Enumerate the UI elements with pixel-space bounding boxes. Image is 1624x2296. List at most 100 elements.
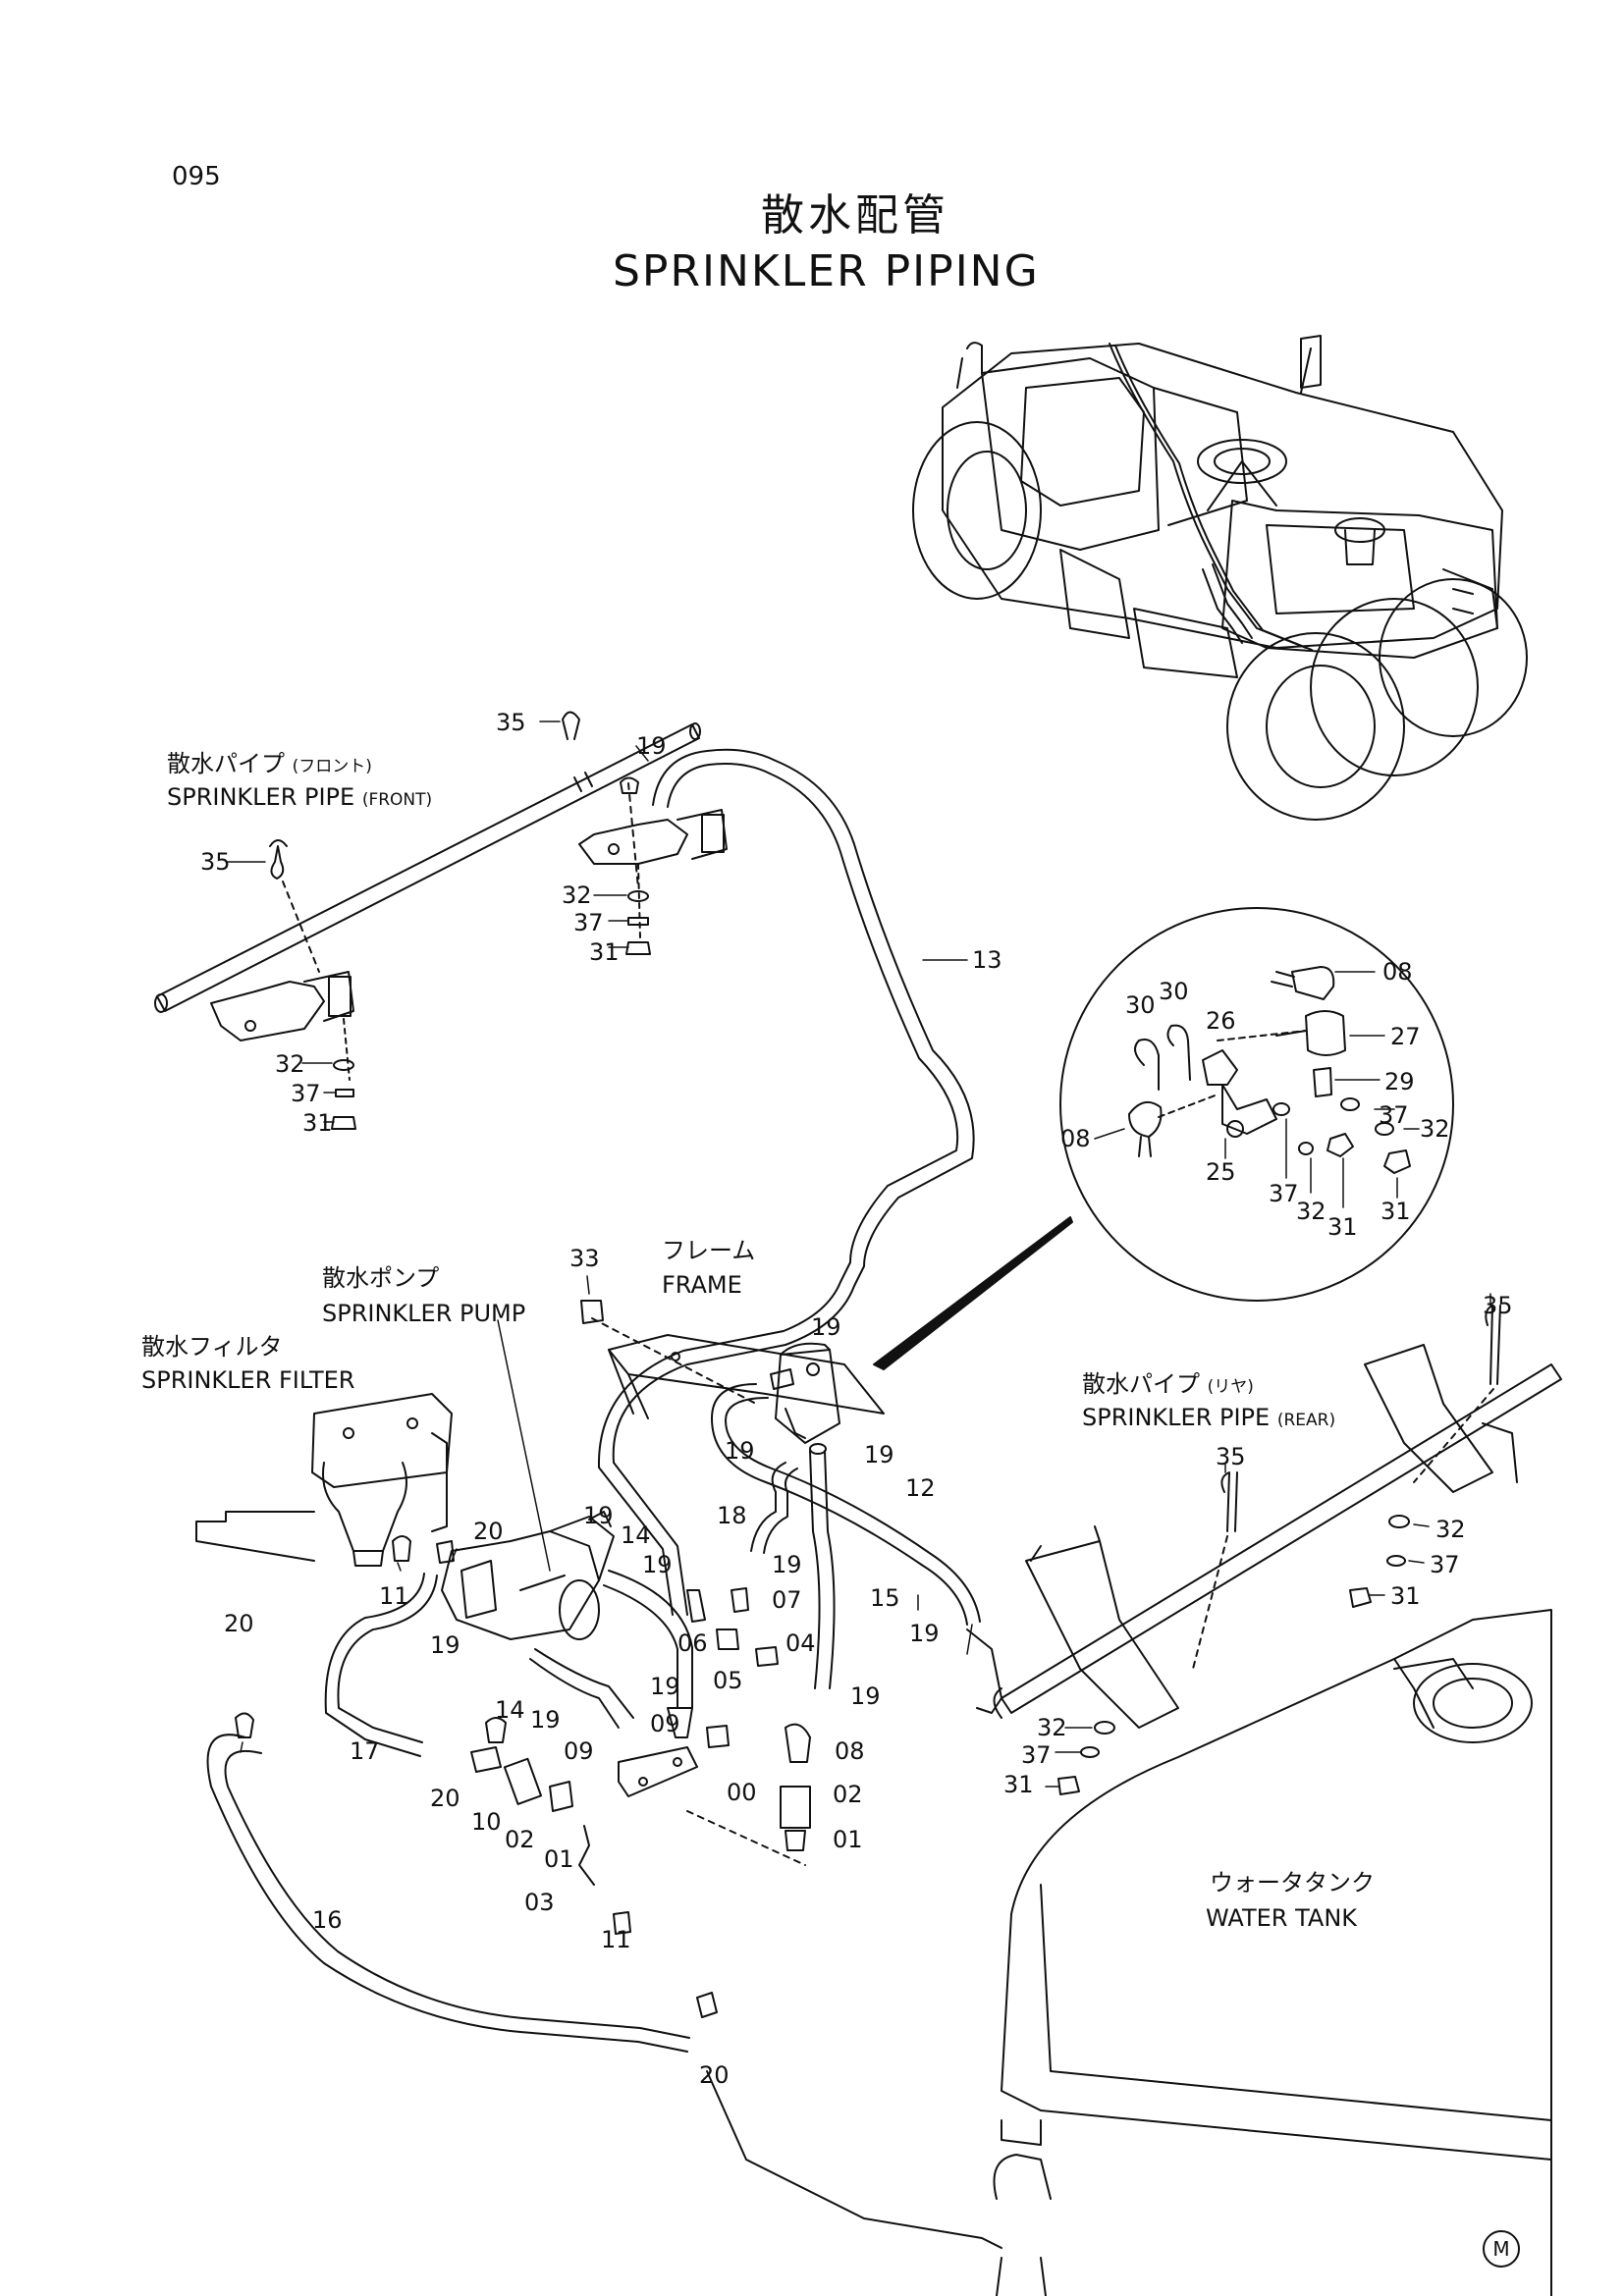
hoses-18-15 [750,1443,836,1689]
label-filter-ja: 散水フィルタ [141,1333,283,1361]
callout-20: 20 [430,1785,460,1812]
callout-35: 35 [1216,1443,1246,1470]
callout-19: 19 [864,1441,894,1468]
callout-29: 29 [1384,1068,1415,1095]
hose-12 [711,1383,981,1626]
valve-block [770,1342,840,1444]
label-front-pipe-ja: 散水パイプ (フロント) [167,752,372,775]
callout-32: 32 [1037,1714,1067,1741]
label-frame-ja: フレーム [662,1237,756,1264]
callout-19: 19 [583,1502,614,1529]
manufacturer-mark: M [1483,2230,1520,2268]
callout-13: 13 [972,946,1002,974]
callout-19: 19 [850,1682,881,1710]
callout-37: 37 [1379,1101,1409,1129]
sprinkler-pump [441,1511,615,1640]
callout-37: 37 [291,1080,321,1107]
callout-03: 03 [524,1889,555,1916]
callout-16: 16 [312,1906,343,1934]
hose-13 [597,748,975,1616]
water-tank [706,1609,1552,2296]
callout-32: 32 [275,1050,305,1078]
sprinkler-filter [195,1393,453,1567]
callout-08: 08 [1060,1125,1091,1152]
callout-32: 32 [562,881,592,909]
callout-30: 30 [1125,991,1156,1019]
callout-19: 19 [811,1313,841,1341]
label-tank-en: WATER TANK [1206,1904,1358,1932]
callout-09: 09 [650,1710,680,1737]
front-sprinkler-pipe-assembly [154,711,728,1081]
callout-14: 14 [495,1696,525,1724]
callout-25: 25 [1206,1158,1236,1186]
callout-19: 19 [772,1551,802,1578]
label-front-pipe-en: SPRINKLER PIPE (FRONT) [167,785,432,809]
callout-11: 11 [379,1582,409,1610]
label-pump-en: SPRINKLER PUMP [322,1300,526,1327]
callout-31: 31 [1327,1213,1358,1241]
callout-19: 19 [650,1673,680,1700]
page-title: SPRINKLER PIPING [613,246,1040,296]
front-pipe-en-sub: (FRONT) [361,790,433,810]
callout-19: 19 [636,732,667,760]
label-tank-ja: ウォータタンク [1210,1869,1375,1896]
callout-14: 14 [621,1522,651,1549]
title-japanese: 散水配管 [761,190,949,240]
page-number: 095 [172,162,221,191]
callout-11: 11 [601,1926,631,1953]
callout-37: 37 [1269,1180,1299,1207]
callout-05: 05 [713,1667,743,1694]
roller-machine-illustration [912,335,1528,821]
callout-20: 20 [224,1610,254,1637]
callout-17: 17 [350,1737,380,1765]
callout-19: 19 [909,1620,940,1647]
rear-pipe-ja: 散水パイプ [1082,1370,1200,1398]
front-hardware-stacks [331,776,651,1130]
front-pipe-ja: 散水パイプ [167,750,285,777]
callout-02: 02 [505,1826,535,1853]
callout-20: 20 [473,1518,504,1545]
callout-10: 10 [471,1808,502,1836]
hoses-16-17-14 [206,1570,693,2053]
callout-02: 02 [833,1781,863,1808]
label-pump-ja: 散水ポンプ [322,1264,440,1292]
callout-08: 08 [1382,958,1413,986]
callout-07: 07 [772,1586,802,1614]
label-rear-pipe-en: SPRINKLER PIPE (REAR) [1082,1406,1335,1429]
callout-19: 19 [530,1706,561,1734]
label-rear-pipe-ja: 散水パイプ (リヤ) [1082,1372,1254,1396]
callout-19: 19 [642,1551,673,1578]
rear-pipe-en-sub: (REAR) [1276,1411,1336,1430]
callout-31: 31 [1390,1582,1421,1610]
callout-31: 31 [1003,1771,1034,1798]
label-frame-en: FRAME [662,1271,742,1299]
callout-06: 06 [677,1629,708,1657]
callout-01: 01 [544,1845,574,1873]
callout-35: 35 [496,709,526,736]
callout-37: 37 [1430,1551,1460,1578]
callout-32: 32 [1296,1198,1326,1225]
callout-19: 19 [725,1437,755,1465]
callout-31: 31 [589,938,620,966]
callout-15: 15 [870,1584,900,1612]
callout-01: 01 [833,1826,863,1853]
fittings-bracket [470,1587,811,1935]
rear-pipe-en: SPRINKLER PIPE [1082,1404,1271,1431]
label-filter-en: SPRINKLER FILTER [141,1366,355,1394]
leader-lines [227,721,1491,1788]
callout-27: 27 [1390,1023,1421,1050]
callout-00: 00 [727,1779,757,1806]
detail-circle [873,907,1454,1370]
callout-33: 33 [569,1245,600,1272]
callout-12: 12 [905,1474,936,1502]
rear-sprinkler-pipe [966,1305,1562,1729]
rear-hardware [235,1515,1410,2018]
callout-20: 20 [699,2061,730,2089]
callout-18: 18 [717,1502,747,1529]
callout-26: 26 [1206,1007,1236,1035]
callout-35: 35 [200,848,231,876]
front-pipe-ja-sub: (フロント) [292,757,372,776]
callout-32: 32 [1420,1115,1450,1143]
